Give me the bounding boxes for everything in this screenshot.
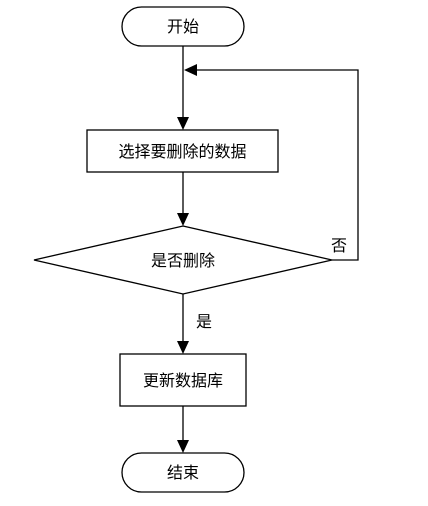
edge-decision-no-line <box>197 69 359 261</box>
start-node: 开始 <box>121 6 245 47</box>
update-process-shape <box>119 353 247 407</box>
edge-yes-label: 是 <box>196 312 212 331</box>
end-label: 结束 <box>167 463 199 482</box>
arrowhead-left <box>184 64 197 76</box>
edge-select-to-decision <box>177 172 189 226</box>
select-node: 选择要删除的数据 <box>86 129 279 173</box>
select-label: 选择要删除的数据 <box>118 142 246 161</box>
edge-update-to-end <box>177 406 189 453</box>
edge-start-to-select <box>177 46 189 130</box>
start-label: 开始 <box>167 17 199 36</box>
arrowhead-down <box>177 440 189 453</box>
edge-no-label: 否 <box>331 236 347 255</box>
end-terminal-shape <box>121 452 245 493</box>
arrowhead-down <box>177 341 189 354</box>
decision-node: 是否删除 <box>33 225 333 295</box>
update-label: 更新数据库 <box>143 371 223 390</box>
update-node: 更新数据库 <box>119 353 247 407</box>
edge-decision-yes: 是 <box>177 294 212 354</box>
select-process-shape <box>86 129 279 173</box>
arrowhead-down <box>177 213 189 226</box>
decision-label: 是否删除 <box>151 251 215 270</box>
end-node: 结束 <box>121 452 245 493</box>
edge-decision-no: 否 <box>184 64 359 261</box>
arrowhead-down <box>177 117 189 130</box>
